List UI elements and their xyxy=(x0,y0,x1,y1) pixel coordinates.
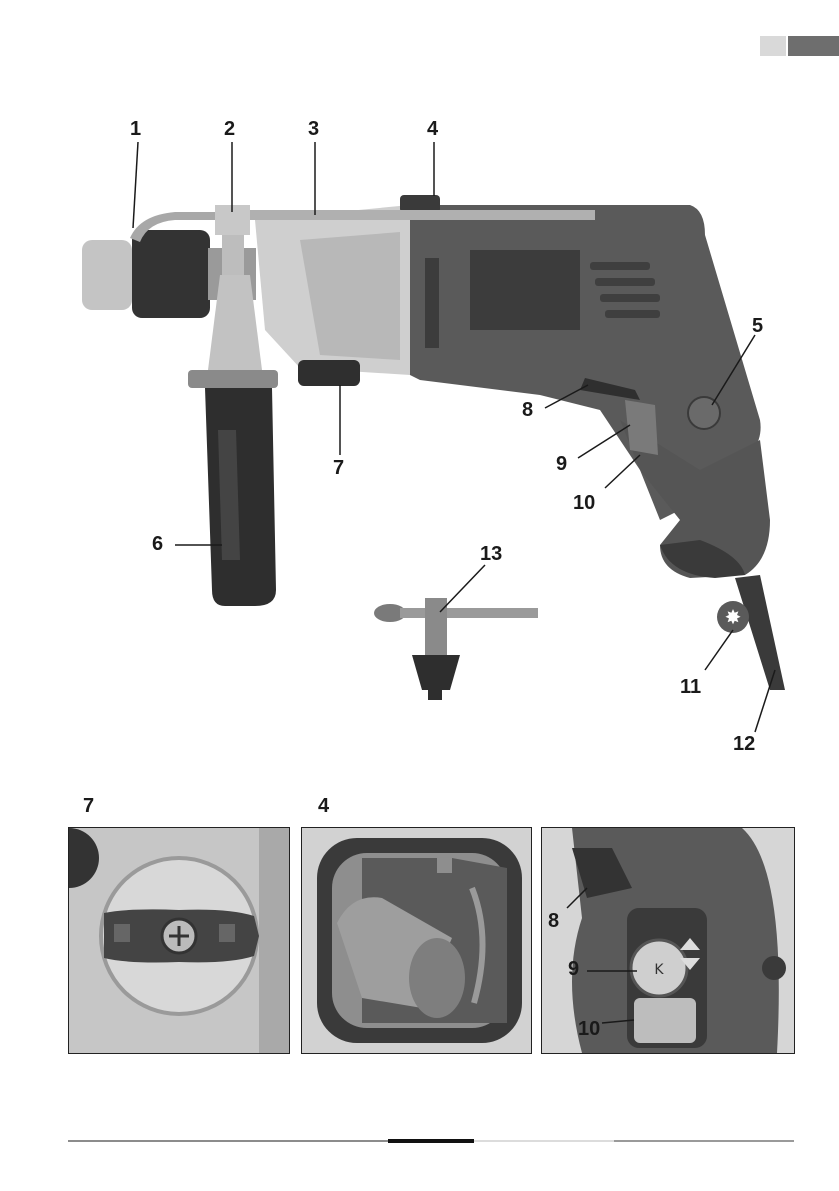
hammer-knob xyxy=(298,360,360,386)
svg-text:✸: ✸ xyxy=(725,605,742,629)
callout-5: 5 xyxy=(752,315,763,338)
callout-12: 12 xyxy=(733,733,755,756)
auxiliary-handle xyxy=(205,388,276,606)
footer-rule-gray xyxy=(68,1140,388,1142)
footer-rule-black xyxy=(388,1139,474,1143)
callout-9: 9 xyxy=(556,453,567,476)
depth-stop-rod xyxy=(225,210,595,220)
chuck-sleeve xyxy=(132,230,210,318)
panel-title-4: 4 xyxy=(318,795,329,818)
panel-title-7: 7 xyxy=(83,795,94,818)
callout-11: 11 xyxy=(680,676,701,699)
callout-1: 1 xyxy=(130,118,141,141)
callout-6: 6 xyxy=(152,533,163,556)
callout-7: 7 xyxy=(333,457,344,480)
callout-2: 2 xyxy=(224,118,235,141)
callout-10: 10 xyxy=(573,492,595,515)
footer-rule-light xyxy=(474,1140,614,1142)
callout-8: 8 xyxy=(522,399,533,422)
detail-panel-selector xyxy=(301,827,532,1054)
lock-button xyxy=(688,397,720,429)
chuck-key xyxy=(374,598,538,700)
side-window xyxy=(470,250,580,330)
power-cord xyxy=(735,575,785,690)
callout-4: 4 xyxy=(427,118,438,141)
footer-rule-mid xyxy=(614,1140,794,1142)
drill-illustration: ✸ xyxy=(0,0,839,780)
detail-panel-knob xyxy=(68,827,290,1054)
callout-3: 3 xyxy=(308,118,319,141)
switch-callout-9: 9 xyxy=(568,958,579,981)
callout-13: 13 xyxy=(480,543,502,566)
switch-callout-10: 10 xyxy=(578,1018,600,1041)
switch-callout-8: 8 xyxy=(548,910,559,933)
chuck-front xyxy=(82,240,132,310)
trigger-switch xyxy=(625,400,658,455)
